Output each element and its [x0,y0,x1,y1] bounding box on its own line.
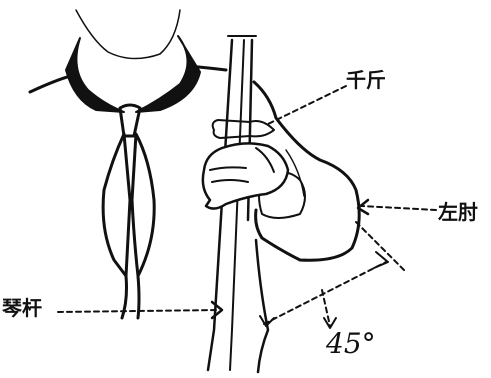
leader-zuozhou [362,206,436,210]
angle-extension-line [356,222,404,270]
chin-outline [76,10,180,59]
label-angle: 45° [326,330,376,358]
tie-left-strip [103,134,130,276]
leader-qianjin [268,86,346,124]
qianjin-loop [213,120,274,138]
label-erhu-pole: 琴杆 [2,298,42,318]
label-qianjin: 千斤 [346,70,386,90]
collar-right [136,36,200,112]
tie-knot [120,105,140,136]
tie-right-strip [132,134,154,276]
hand-outline [203,143,288,208]
label-left-elbow: 左肘 [438,202,478,222]
torso-right-line [256,240,268,372]
torso-left-line [23,92,30,372]
erhu-pole-mid [230,40,244,370]
angle-arm-line [264,262,386,324]
